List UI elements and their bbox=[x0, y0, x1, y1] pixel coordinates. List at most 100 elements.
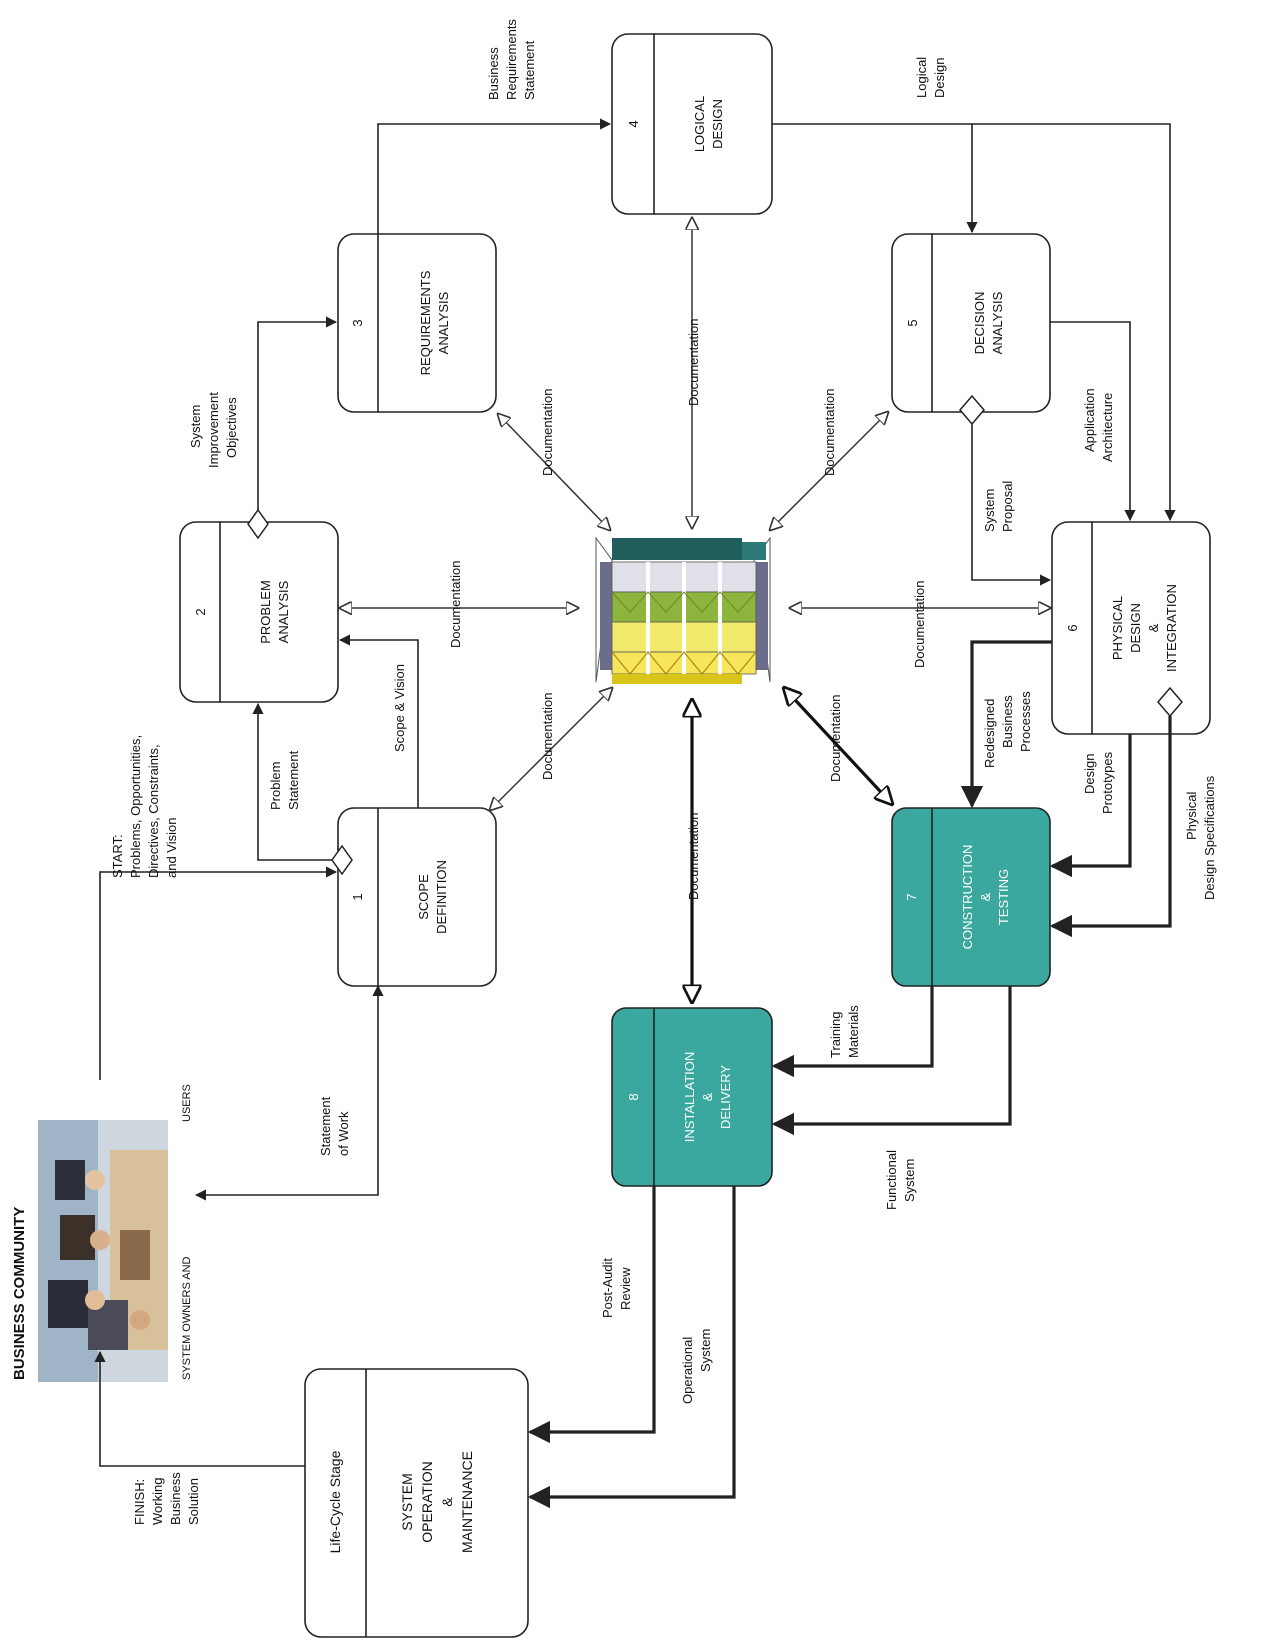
requirements-number: 3 bbox=[350, 319, 365, 326]
svg-text:Problems, Opportunities,: Problems, Opportunities, bbox=[128, 735, 143, 878]
business-requirements-label: Business Requirements Statement bbox=[486, 19, 537, 100]
svg-text:Materials: Materials bbox=[846, 1005, 861, 1058]
scope-line1: SCOPE bbox=[416, 874, 431, 920]
application-architecture-label: Application Architecture bbox=[1082, 388, 1115, 462]
decision-line2: ANALYSIS bbox=[990, 291, 1005, 354]
physical-line3: & bbox=[1146, 623, 1161, 632]
decision-analysis-box: 5 DECISION ANALYSIS bbox=[892, 234, 1050, 412]
construction-line2: & bbox=[978, 892, 993, 901]
physical-line4: INTEGRATION bbox=[1164, 584, 1179, 672]
doc-label-requirements: Documentation bbox=[540, 389, 555, 476]
svg-text:Training: Training bbox=[828, 1012, 843, 1058]
svg-text:Review: Review bbox=[618, 1267, 633, 1310]
svg-text:Post-Audit: Post-Audit bbox=[600, 1258, 615, 1318]
svg-text:Processes: Processes bbox=[1018, 691, 1033, 752]
svg-text:Design Specifications: Design Specifications bbox=[1202, 775, 1217, 900]
doc-label-construction: Documentation bbox=[828, 695, 843, 782]
owners-caption: SYSTEM OWNERS AND bbox=[181, 1256, 193, 1380]
physical-line1: PHYSICAL bbox=[1110, 596, 1125, 660]
svg-text:Objectives: Objectives bbox=[224, 397, 239, 458]
svg-text:Business: Business bbox=[1000, 695, 1015, 748]
doc-label-logical: Documentation bbox=[686, 319, 701, 406]
requirements-line1: REQUIREMENTS bbox=[418, 270, 433, 375]
svg-text:Physical: Physical bbox=[1184, 791, 1199, 840]
problem-statement-label: Problem Statement bbox=[268, 750, 301, 810]
construction-number: 7 bbox=[904, 893, 919, 900]
requirements-line2: ANALYSIS bbox=[436, 291, 451, 354]
problem-analysis-box: 2 PROBLEM ANALYSIS bbox=[180, 522, 338, 702]
svg-text:START:: START: bbox=[110, 834, 125, 878]
post-audit-label: Post-Audit Review bbox=[600, 1258, 633, 1318]
svg-text:FINISH:: FINISH: bbox=[132, 1479, 147, 1525]
physical-line2: DESIGN bbox=[1128, 603, 1143, 653]
decision-line1: DECISION bbox=[972, 292, 987, 355]
svg-text:System: System bbox=[188, 405, 203, 448]
scope-line2: DEFINITION bbox=[434, 860, 449, 934]
lifecycle-header: Life-Cycle Stage bbox=[327, 1450, 343, 1553]
physical-number: 6 bbox=[1065, 624, 1080, 631]
design-prototypes-label: Design Prototypes bbox=[1082, 751, 1115, 814]
svg-text:Operational: Operational bbox=[680, 1337, 695, 1404]
svg-text:and Vision: and Vision bbox=[164, 818, 179, 878]
scope-number: 1 bbox=[350, 893, 365, 900]
start-label: START: Problems, Opportunities, Directiv… bbox=[110, 735, 179, 878]
functional-system-label: Functional System bbox=[884, 1150, 917, 1210]
physical-specs-label: Physical Design Specifications bbox=[1184, 775, 1217, 900]
logical-design-flow-label: Logical Design bbox=[914, 57, 947, 98]
svg-text:Business: Business bbox=[168, 1472, 183, 1525]
doc-label-decision: Documentation bbox=[822, 389, 837, 476]
installation-line2: & bbox=[700, 1092, 715, 1101]
svg-text:Design: Design bbox=[1082, 754, 1097, 794]
lifecycle-stage-box: Life-Cycle Stage SYSTEM OPERATION & MAIN… bbox=[305, 1369, 528, 1637]
svg-text:Design: Design bbox=[932, 58, 947, 98]
svg-text:Solution: Solution bbox=[186, 1478, 201, 1525]
installation-number: 8 bbox=[626, 1093, 641, 1100]
svg-text:Working: Working bbox=[150, 1478, 165, 1525]
construction-line1: CONSTRUCTION bbox=[960, 845, 975, 950]
operational-system-label: Operational System bbox=[680, 1329, 713, 1404]
business-community-photo bbox=[38, 1120, 168, 1382]
svg-text:System: System bbox=[902, 1159, 917, 1202]
svg-text:Statement: Statement bbox=[318, 1096, 333, 1156]
svg-text:Prototypes: Prototypes bbox=[1100, 751, 1115, 814]
training-materials-label: Training Materials bbox=[828, 1005, 861, 1058]
doc-label-physical: Documentation bbox=[912, 581, 927, 668]
installation-line1: INSTALLATION bbox=[682, 1052, 697, 1143]
redesigned-processes-label: Redesigned Business Processes bbox=[982, 691, 1033, 768]
svg-text:Application: Application bbox=[1082, 388, 1097, 452]
logical-line1: LOGICAL bbox=[692, 96, 707, 152]
problem-line1: PROBLEM bbox=[258, 580, 273, 644]
svg-text:Statement: Statement bbox=[286, 750, 301, 810]
business-community-title: BUSINESS COMMUNITY bbox=[11, 1207, 28, 1380]
svg-text:Logical: Logical bbox=[914, 57, 929, 98]
svg-text:Improvement: Improvement bbox=[206, 392, 221, 468]
problem-line2: ANALYSIS bbox=[276, 580, 291, 643]
svg-text:Directives, Constraints,: Directives, Constraints, bbox=[146, 744, 161, 878]
users-caption: USERS bbox=[181, 1084, 193, 1122]
svg-text:Requirements: Requirements bbox=[504, 19, 519, 100]
lifecycle-line2: OPERATION bbox=[419, 1461, 435, 1542]
improvement-objectives-label: System Improvement Objectives bbox=[188, 392, 239, 468]
finish-label: FINISH: Working Business Solution bbox=[132, 1472, 201, 1525]
scope-vision-label: Scope & Vision bbox=[392, 664, 407, 752]
requirements-analysis-box: 3 REQUIREMENTS ANALYSIS bbox=[338, 234, 496, 412]
logical-line2: DESIGN bbox=[710, 99, 725, 149]
svg-text:Problem: Problem bbox=[268, 762, 283, 810]
lifecycle-line3: & bbox=[439, 1497, 455, 1507]
problem-number: 2 bbox=[193, 608, 208, 615]
svg-text:System: System bbox=[698, 1329, 713, 1372]
svg-text:Proposal: Proposal bbox=[1000, 481, 1015, 532]
doc-label-problem: Documentation bbox=[448, 561, 463, 648]
svg-text:Redesigned: Redesigned bbox=[982, 699, 997, 768]
doc-label-installation: Documentation bbox=[686, 813, 701, 900]
lifecycle-line1: SYSTEM bbox=[399, 1473, 415, 1531]
statement-of-work-label: Statement of Work bbox=[318, 1096, 351, 1156]
svg-text:of Work: of Work bbox=[336, 1111, 351, 1156]
scope-definition-box: 1 SCOPE DEFINITION bbox=[338, 808, 496, 986]
installation-delivery-box: 8 INSTALLATION & DELIVERY bbox=[612, 1008, 772, 1186]
repository-icon bbox=[596, 538, 770, 684]
construction-testing-box: 7 CONSTRUCTION & TESTING bbox=[892, 808, 1050, 986]
svg-text:Architecture: Architecture bbox=[1100, 393, 1115, 462]
logical-design-box: 4 LOGICAL DESIGN bbox=[612, 34, 772, 214]
